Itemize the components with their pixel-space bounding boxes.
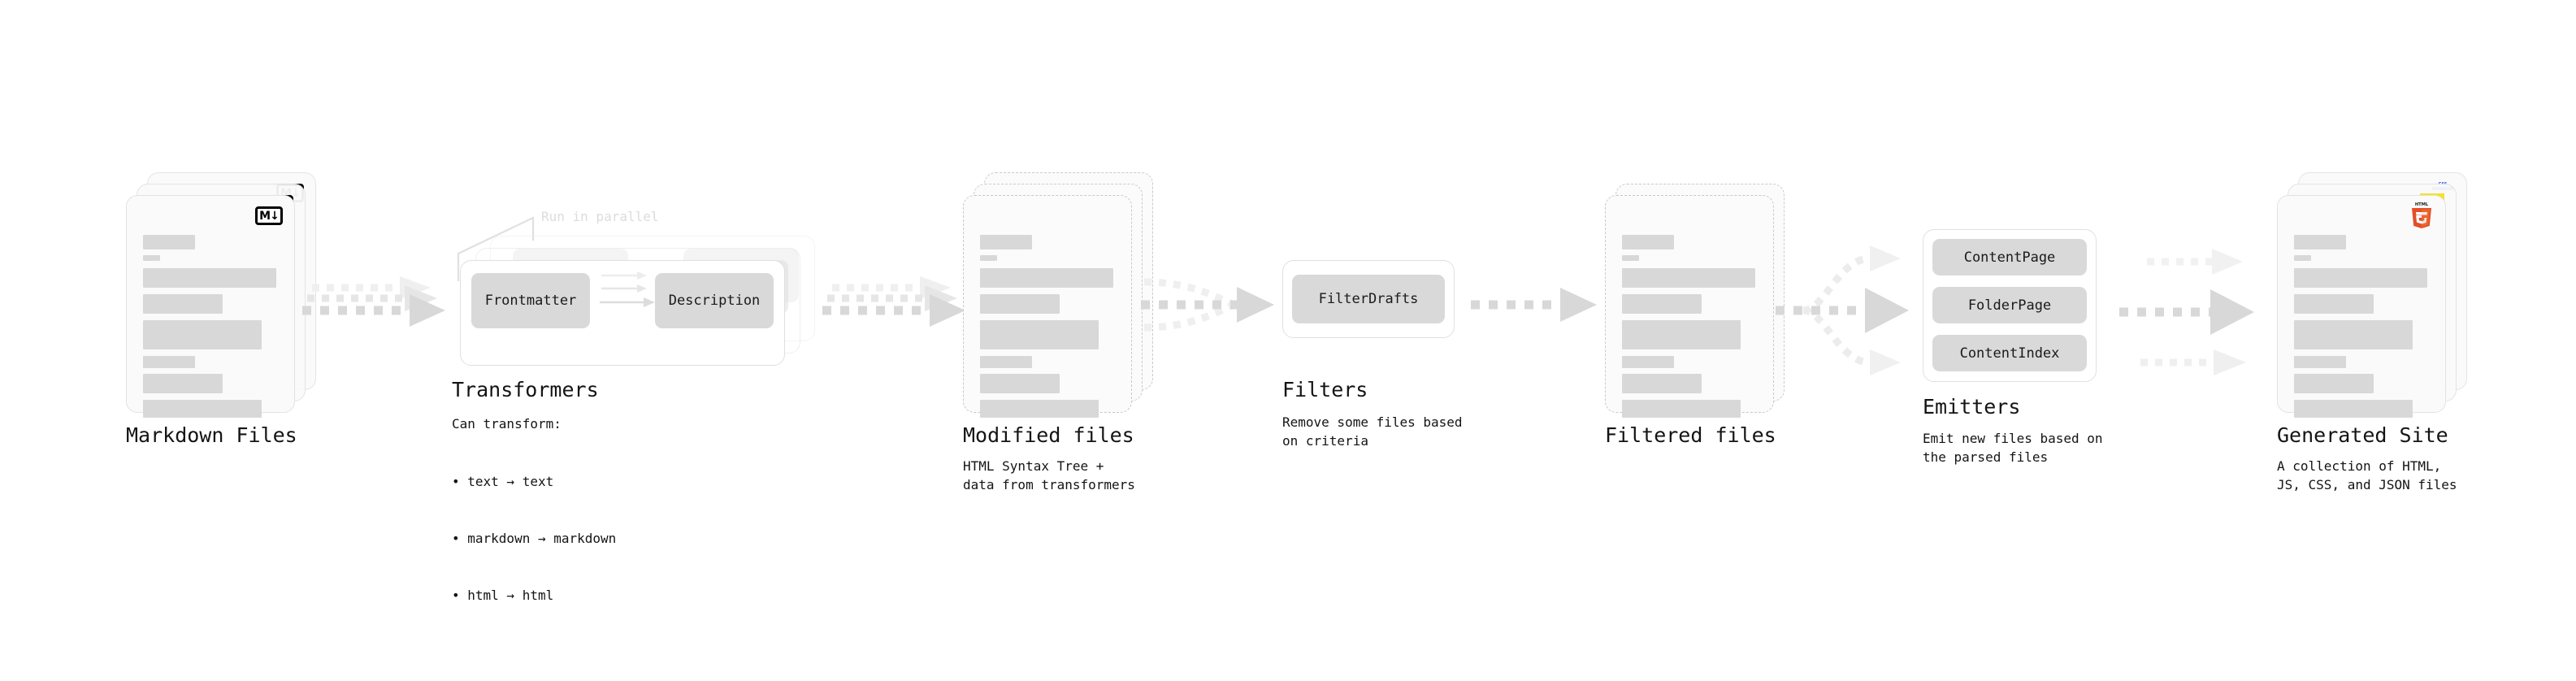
filters-title: Filters <box>1282 378 1368 401</box>
skeleton-line <box>143 268 276 288</box>
stage-modified-files <box>963 172 1166 439</box>
transformer-chip-frontmatter[interactable]: Frontmatter <box>471 273 590 328</box>
markdown-files-title: Markdown Files <box>126 423 297 447</box>
connector-markdown-to-transformers <box>302 276 449 333</box>
skeleton-line <box>2294 294 2374 314</box>
connector-filters-to-filtered <box>1471 286 1605 323</box>
skeleton-line <box>980 294 1060 314</box>
skeleton-line <box>1622 400 1741 418</box>
arrow-dashed-mid <box>2119 289 2254 335</box>
stage-generated-site: CSS HTML <box>2277 172 2488 439</box>
inner-arrow-bottom <box>600 297 655 307</box>
skeleton-line <box>980 400 1099 418</box>
modified-files-subtitle: HTML Syntax Tree + data from transformer… <box>963 458 1135 493</box>
arrow-dashed-mid <box>307 285 437 311</box>
arrow-dashed-mid <box>827 285 957 311</box>
filtered-card-front <box>1605 195 1774 418</box>
skeleton-line <box>143 400 262 418</box>
connector-emitters-to-site <box>2119 239 2266 385</box>
filtered-files-title: Filtered files <box>1605 423 1776 447</box>
skeleton-line <box>1622 255 1639 261</box>
stage-markdown-files: M↓ M↓ M↓ <box>126 172 321 439</box>
stage-emitters: ContentPage FolderPage ContentIndex <box>1923 229 2110 392</box>
transformers-title: Transformers <box>452 378 599 401</box>
arrow-dashed-bottom <box>822 294 965 327</box>
emitters-subtitle: Emit new files based on the parsed files <box>1923 431 2103 466</box>
transformers-bullet-item: • text → text <box>452 474 554 490</box>
markdown-card-front: M↓ <box>126 195 295 418</box>
skeleton-line <box>1622 320 1741 349</box>
skeleton-line <box>1622 268 1755 288</box>
skeleton-line <box>143 235 195 249</box>
skeleton-line <box>980 268 1113 288</box>
skeleton-line <box>143 255 160 261</box>
emitter-chip-folderpage[interactable]: FolderPage <box>1932 287 2087 323</box>
connector-transformers-to-modified <box>822 276 969 333</box>
stage-transformers: Run in parallel Frontmatt <box>452 195 826 423</box>
transformers-bullet-item: • html → html <box>452 587 554 603</box>
arrow-head <box>1560 288 1597 322</box>
transformer-chip-description[interactable]: Description <box>655 273 774 328</box>
arrow-dashed-bottom <box>302 294 445 327</box>
arrow-head <box>1237 287 1274 323</box>
skeleton-line <box>143 356 195 368</box>
skeleton-line <box>1622 374 1702 393</box>
arrow-dashed-top <box>312 276 431 299</box>
svg-text:HTML: HTML <box>2415 202 2429 207</box>
arrow-dashed-bottom <box>2140 349 2246 375</box>
skeleton-line <box>2294 235 2346 249</box>
skeleton-line <box>1622 294 1702 314</box>
skeleton-line <box>2294 356 2346 368</box>
inner-arrow-mid <box>601 284 647 293</box>
modified-files-title: Modified files <box>963 423 1134 447</box>
arrow-head-top <box>1870 245 1901 271</box>
emitter-chip-contentindex[interactable]: ContentIndex <box>1932 335 2087 371</box>
transformers-bullets: • text → text • markdown → markdown • ht… <box>452 435 616 642</box>
skeleton-line <box>143 374 223 393</box>
stage-filters: FilterDrafts <box>1282 260 1461 349</box>
markdown-badge: M↓ <box>255 206 283 225</box>
skeleton-line <box>143 294 223 314</box>
stage-filtered-files <box>1605 184 1808 439</box>
skeleton-line <box>2294 255 2311 261</box>
skeleton-line <box>143 320 262 349</box>
run-in-parallel-label: Run in parallel <box>541 209 659 224</box>
modified-card-front <box>963 195 1132 418</box>
arrow-head-mid <box>1865 288 1909 333</box>
arrow-head-bottom <box>1870 349 1901 375</box>
arrow-dashed-top <box>2147 249 2243 275</box>
inner-arrow-top <box>601 271 647 280</box>
skeleton-line <box>980 356 1032 368</box>
html5-badge: HTML <box>2412 202 2431 228</box>
skeleton-line <box>1622 356 1674 368</box>
transformer-inner-arrows <box>600 271 655 307</box>
emitter-chip-contentpage[interactable]: ContentPage <box>1932 239 2087 275</box>
arrow-dashed-top <box>832 276 951 299</box>
filters-subtitle: Remove some files based on criteria <box>1282 414 1463 449</box>
generated-site-title: Generated Site <box>2277 423 2448 447</box>
emitters-title: Emitters <box>1923 395 2021 419</box>
skeleton-line <box>2294 400 2413 418</box>
skeleton-line <box>2294 320 2413 349</box>
filter-chip-filterdrafts[interactable]: FilterDrafts <box>1292 275 1445 323</box>
skeleton-line <box>2294 268 2427 288</box>
skeleton-line <box>2294 374 2374 393</box>
skeleton-line <box>980 374 1060 393</box>
generated-site-subtitle: A collection of HTML, JS, CSS, and JSON … <box>2277 458 2457 493</box>
skeleton-line <box>1622 235 1674 249</box>
transformers-bullet-item: • markdown → markdown <box>452 530 617 546</box>
run-in-parallel-bracket <box>457 216 535 281</box>
skeleton-line <box>980 235 1032 249</box>
transformers-subtitle: Can transform: <box>452 416 562 432</box>
skeleton-line <box>980 320 1099 349</box>
site-card-front: HTML <box>2277 195 2446 418</box>
skeleton-line <box>980 255 997 261</box>
